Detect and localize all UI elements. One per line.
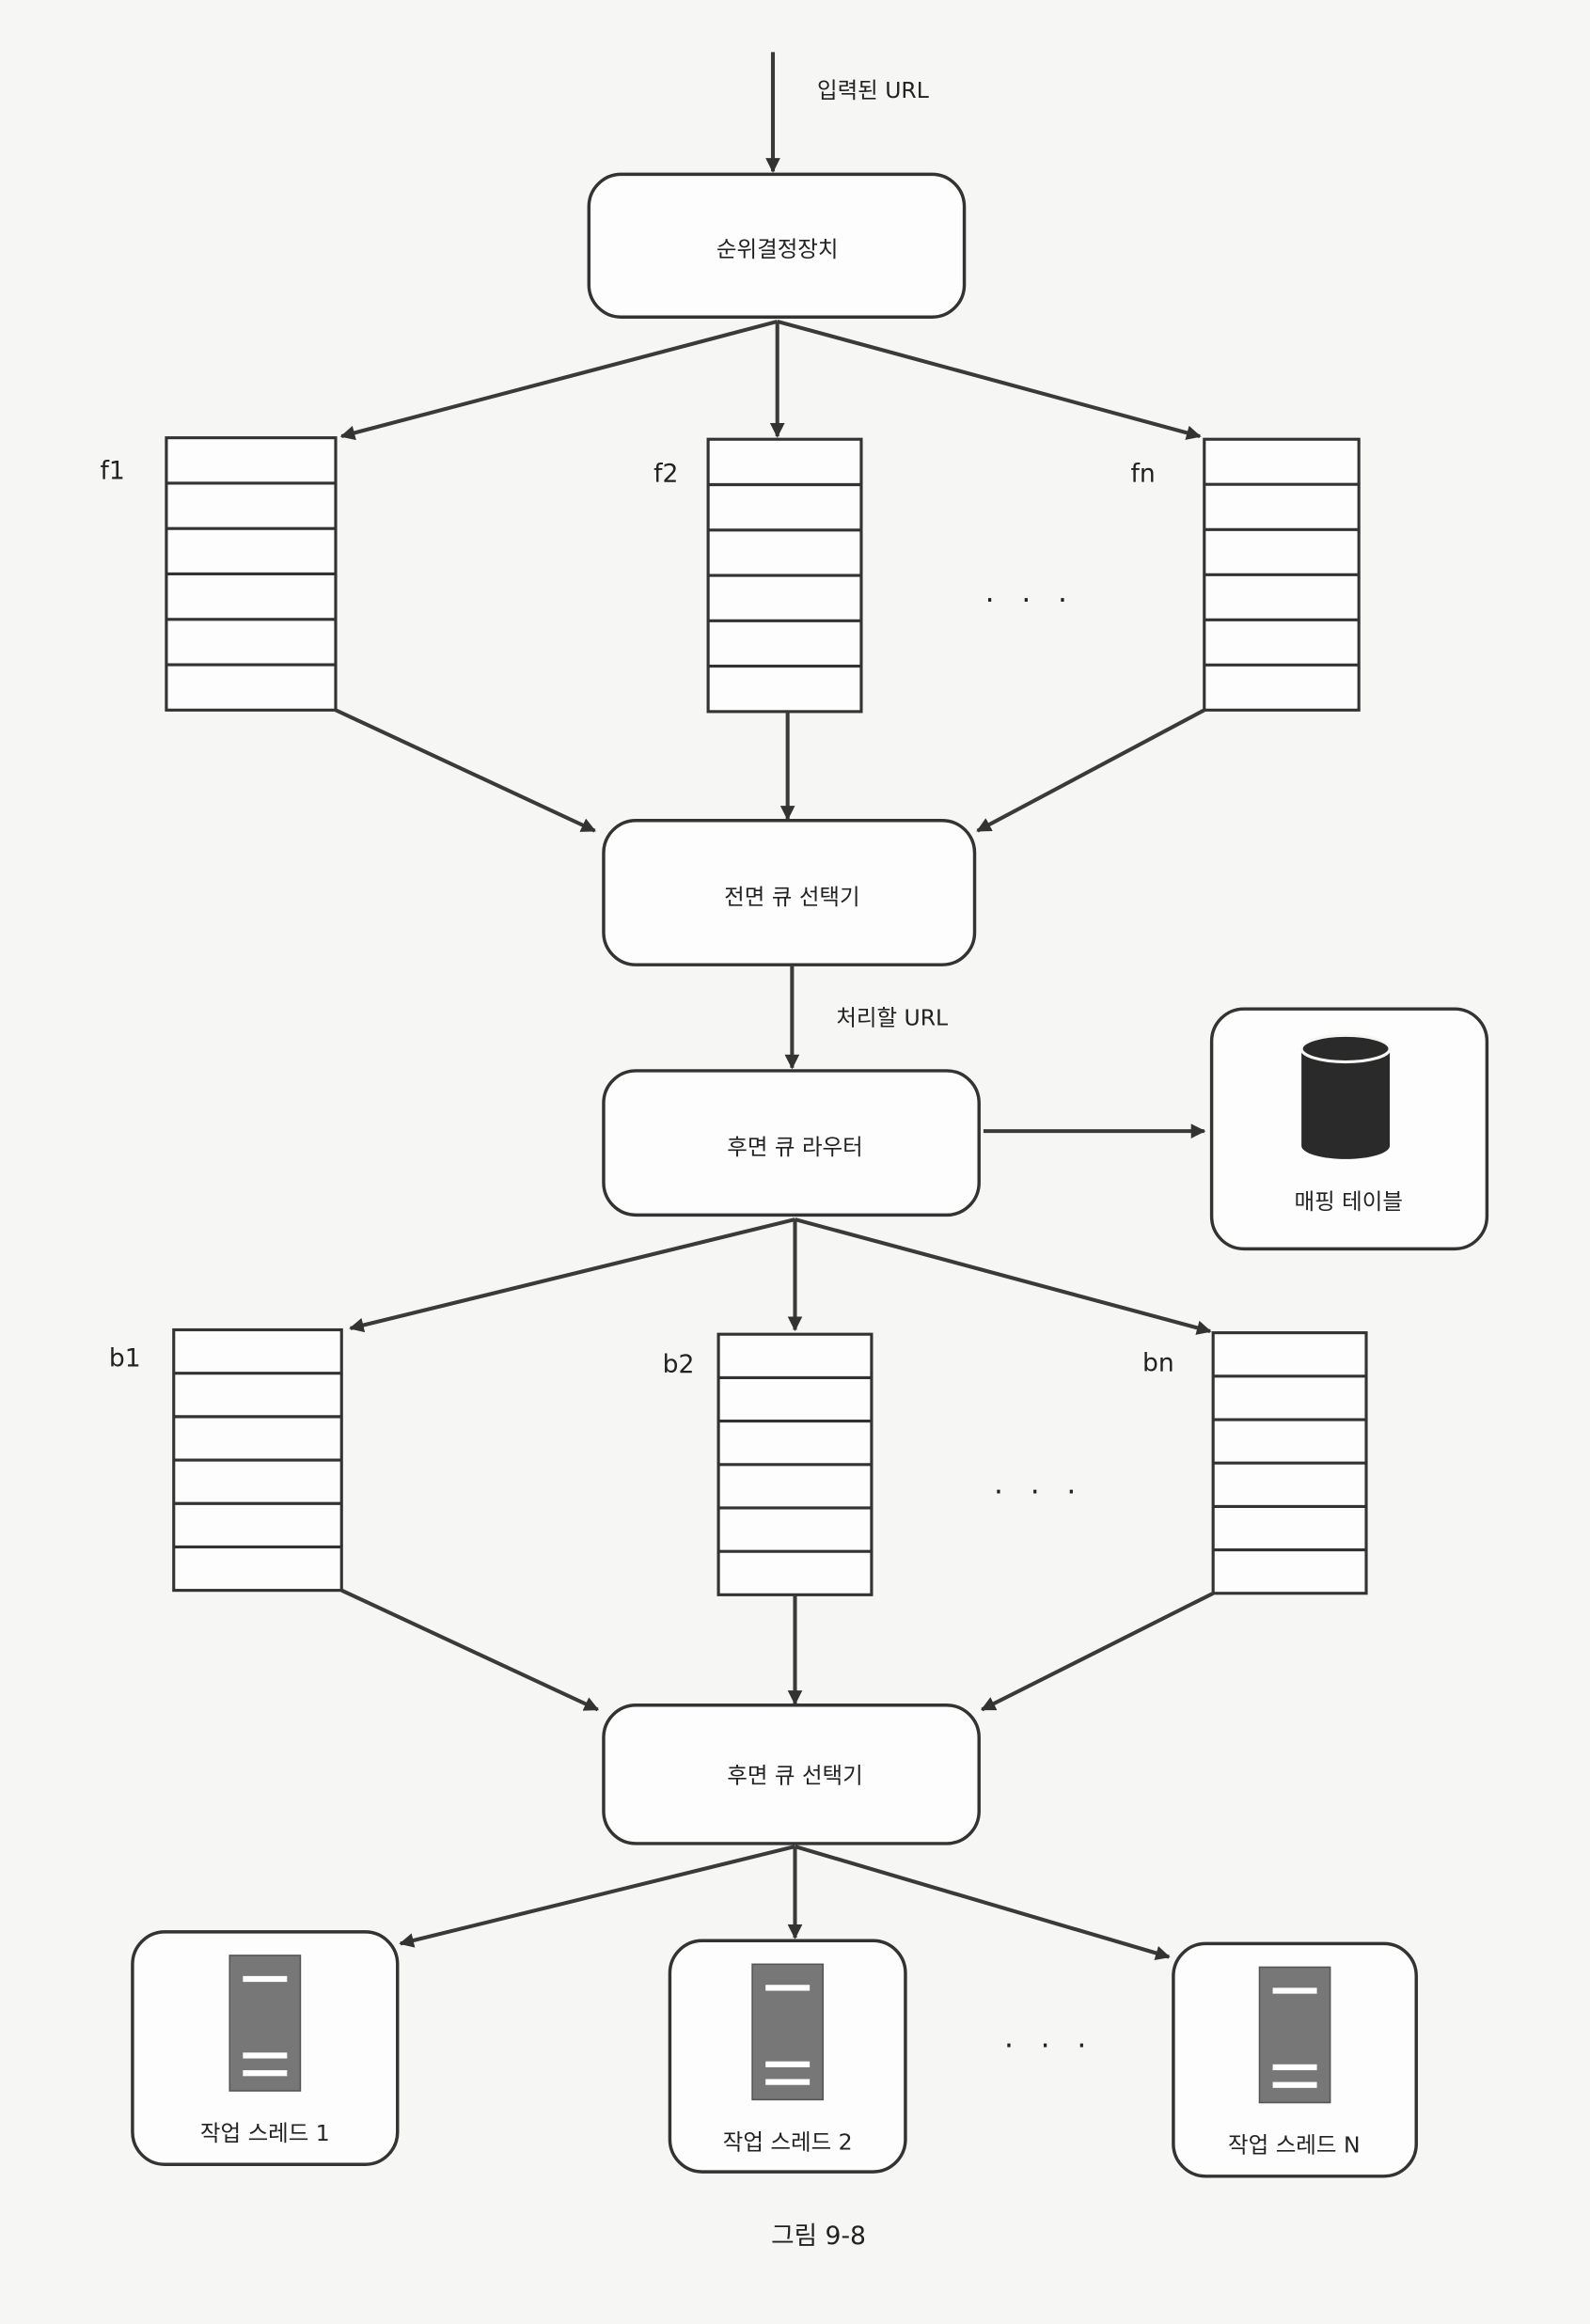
- front-queue-ellipsis: · · ·: [985, 584, 1077, 618]
- figure-caption: 그림 9-8: [771, 2222, 866, 2251]
- worker-ellipsis: · · ·: [1004, 2029, 1095, 2063]
- server-icon: [1258, 1966, 1331, 2104]
- server-icon: [751, 1963, 825, 2101]
- arrow-fn-to-selector: [976, 708, 1205, 833]
- mapping-table-label: 매핑 테이블: [1295, 1188, 1403, 1215]
- arrow-bn-to-selector: [980, 1591, 1215, 1712]
- mapping-table-node: 매핑 테이블: [1209, 1007, 1489, 1251]
- front-selector-label: 전면 큐 선택기: [724, 884, 859, 910]
- front-queue-selector-node: 전면 큐 선택기: [602, 819, 977, 966]
- worker-thread-2: 작업 스레드 2: [668, 1939, 907, 2174]
- arrow-to-b1: [349, 1217, 795, 1333]
- back-queue-bn: [1211, 1331, 1368, 1595]
- front-queue-f2: [706, 437, 863, 714]
- queue-label-bn: bn: [1142, 1348, 1174, 1377]
- queue-label-f2: f2: [653, 460, 678, 489]
- worker-label: 작업 스레드 1: [200, 2120, 330, 2146]
- queue-label-f1: f1: [100, 456, 124, 485]
- worker-thread-1: 작업 스레드 1: [131, 1930, 400, 2166]
- arrow-f1-to-selector: [335, 708, 596, 833]
- queue-label-b2: b2: [663, 1350, 695, 1379]
- arrow-to-bn: [794, 1217, 1212, 1335]
- arrow-to-f1: [339, 319, 779, 441]
- server-icon: [228, 1955, 302, 2092]
- arrow-b1-to-selector: [340, 1588, 600, 1712]
- queue-label-fn: fn: [1130, 460, 1155, 489]
- back-queue-ellipsis: · · ·: [994, 1476, 1085, 1510]
- prioritizer-node: 순위결정장치: [587, 172, 967, 319]
- worker-label: 작업 스레드 2: [723, 2129, 853, 2156]
- arrow-to-fn: [777, 319, 1202, 440]
- arrow-to-worker-1: [399, 1845, 795, 1948]
- prioritizer-label: 순위결정장치: [716, 236, 839, 262]
- database-icon: [1299, 1033, 1392, 1159]
- front-queue-f1: [165, 436, 338, 712]
- front-queue-fn: [1203, 437, 1361, 712]
- back-queue-router-node: 후면 큐 라우터: [602, 1069, 981, 1217]
- back-selector-label: 후면 큐 선택기: [727, 1763, 862, 1789]
- back-router-label: 후면 큐 라우터: [727, 1134, 862, 1160]
- input-url-label: 입력된 URL: [817, 77, 929, 103]
- queue-label-b1: b1: [109, 1344, 141, 1374]
- back-queue-b2: [716, 1332, 874, 1596]
- worker-label: 작업 스레드 N: [1228, 2132, 1360, 2159]
- worker-thread-n: 작업 스레드 N: [1172, 1941, 1418, 2178]
- back-queue-b1: [172, 1327, 343, 1593]
- back-queue-selector-node: 후면 큐 선택기: [602, 1704, 981, 1845]
- process-url-label: 처리할 URL: [836, 1004, 948, 1030]
- arrow-to-worker-n: [794, 1845, 1171, 1961]
